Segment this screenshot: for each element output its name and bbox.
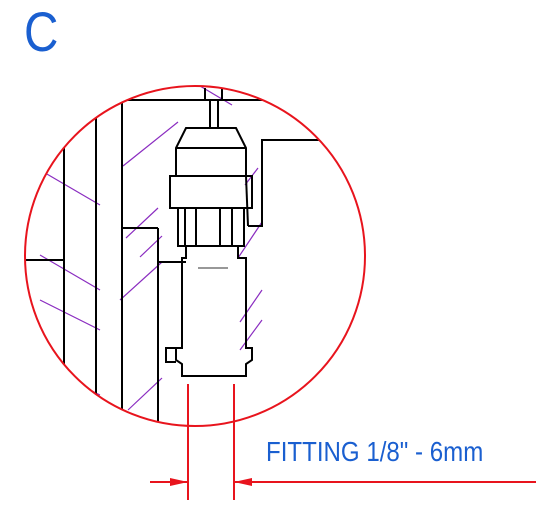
detail-circle — [24, 85, 366, 427]
detail-label: C — [24, 0, 59, 63]
dimension — [150, 384, 536, 500]
arrowhead-left — [170, 478, 188, 486]
dimension-arrows — [170, 478, 252, 486]
arrowhead-right — [234, 478, 252, 486]
detail-content — [25, 86, 320, 426]
part-outlines — [25, 88, 320, 426]
dimension-label: FITTING 1/8" - 6mm — [266, 436, 484, 467]
